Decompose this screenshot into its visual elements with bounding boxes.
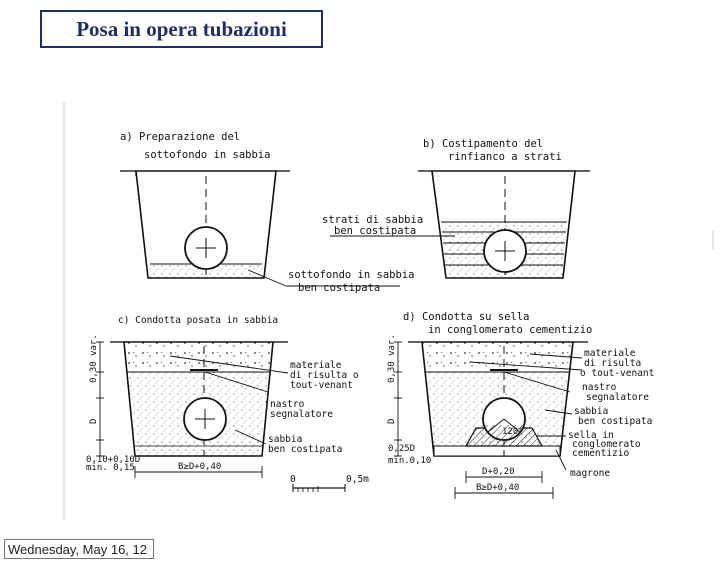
- panel-b-heading-2: rinfianco a strati: [448, 151, 562, 163]
- panel-d-callout-1b: di risulta: [584, 358, 641, 369]
- panel-c-dim-bottom-1: 0,10+0,10D: [86, 455, 140, 465]
- panel-c-callout-1a: materiale: [290, 360, 342, 371]
- panel-d: d) Condotta su sella in conglomerato cem…: [387, 311, 654, 499]
- panel-b-callout-1: strati di sabbia: [322, 214, 423, 226]
- panel-c-dim-d: D: [89, 419, 99, 424]
- footer-date: Wednesday, May 16, 12: [8, 541, 147, 557]
- panel-c-callout-2a: nastro: [270, 399, 305, 410]
- panel-c-callout-1b: di risulta o: [290, 370, 359, 381]
- scan-edges: [63, 102, 714, 520]
- panel-c-dim-width: B≥D+0,40: [178, 462, 221, 472]
- panel-b-callout-2: ben costipata: [334, 225, 416, 237]
- footer-date-box: Wednesday, May 16, 12: [4, 539, 154, 559]
- panel-d-callout-1c: o tout-venant: [580, 368, 654, 379]
- panel-c-dim-var: 0,30 var.: [89, 334, 99, 383]
- panel-d-dim-d: D: [387, 419, 397, 424]
- panel-d-dim-var: 0,30 var.: [387, 334, 397, 383]
- panel-d-dim-bottom-2: min.0,10: [388, 456, 431, 466]
- panel-c-heading-1: c) Condotta posata in sabbia: [118, 315, 278, 326]
- panel-b: b) Costipamento del rinfianco a strati s…: [322, 138, 590, 279]
- panel-c-callout-1c: tout-venant: [290, 380, 353, 391]
- panel-d-dim-bottom-1: 0,25D: [388, 444, 415, 454]
- panel-d-callout-4a: sella in: [568, 430, 614, 441]
- scale-bar: 0 0,5m: [290, 474, 369, 492]
- panel-d-callout-2a: nastro: [582, 382, 617, 393]
- slide-title-box: Posa in opera tubazioni: [40, 10, 323, 48]
- panel-d-callout-1a: materiale: [584, 348, 636, 359]
- panel-d-heading-1: d) Condotta su sella: [403, 311, 529, 323]
- panel-d-callout-4c: cementizio: [572, 448, 629, 459]
- panel-a-callout-1: sottofondo in sabbia: [288, 269, 414, 281]
- panel-c-callout-3a: sabbia: [268, 434, 302, 445]
- scale-bar-start: 0: [290, 474, 296, 485]
- panel-d-angle: 120°: [502, 427, 524, 437]
- panel-a: a) Preparazione del sottofondo in sabbia…: [120, 131, 414, 294]
- panel-d-callout-3b: ben costipata: [578, 416, 652, 427]
- scale-bar-end: 0,5m: [346, 474, 369, 485]
- panel-c-callout-3b: ben costipata: [268, 444, 342, 455]
- panel-d-callout-2b: segnalatore: [586, 392, 649, 403]
- panel-b-heading-1: b) Costipamento del: [423, 138, 543, 150]
- panel-d-callout-4b: conglomerato: [572, 439, 641, 450]
- panel-d-callout-5: magrone: [570, 468, 610, 479]
- panel-d-dim-inner-width: D+0,20: [482, 467, 515, 477]
- panel-a-callout-2: ben costipata: [298, 282, 380, 294]
- panel-a-heading-2: sottofondo in sabbia: [144, 149, 270, 161]
- panel-a-heading-1: a) Preparazione del: [120, 131, 240, 143]
- panel-d-callout-3a: sabbia: [574, 406, 608, 417]
- panel-d-heading-2: in conglomerato cementizio: [428, 324, 592, 336]
- panel-c-dim-bottom-2: min. 0,15: [86, 463, 135, 473]
- panel-c-callout-2b: segnalatore: [270, 409, 333, 420]
- panel-d-dim-width: B≥D+0,40: [476, 483, 519, 493]
- panel-c: c) Condotta posata in sabbia 0,30 var. D…: [86, 315, 359, 478]
- slide-title: Posa in opera tubazioni: [76, 16, 287, 41]
